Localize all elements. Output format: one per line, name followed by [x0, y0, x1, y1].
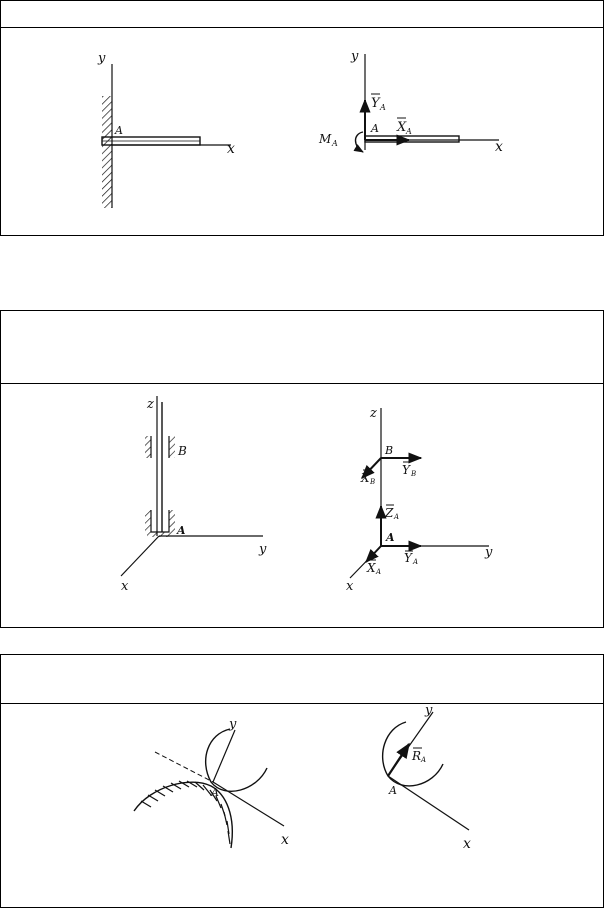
x-axis-line	[120, 535, 160, 577]
panel-fixed-support-header	[1, 1, 603, 28]
moment-arrow	[353, 131, 364, 153]
smooth-contact-reaction-drawing: y x A R A	[381, 704, 471, 852]
x-axis-line	[387, 775, 470, 831]
moment-label: M	[318, 132, 332, 146]
yb-subscript: B	[410, 470, 416, 478]
thrust-a-right-hatch	[169, 510, 175, 532]
z-axis-label: z	[146, 397, 154, 412]
yb-label: Y	[402, 463, 411, 477]
point-a-label: A	[388, 784, 397, 797]
x-axis-label: x	[346, 579, 354, 594]
xb-reaction-arrow	[361, 457, 382, 480]
fixed-support-diagram: y x A y x A Y A X A M A	[97, 49, 503, 208]
y-axis-label: y	[97, 51, 106, 66]
point-a-label: A	[114, 124, 123, 137]
thrust-a-left-hatch	[145, 510, 151, 532]
ya-subscript: A	[412, 558, 418, 566]
y-axis-label: y	[228, 717, 237, 732]
za-label: Z	[384, 506, 394, 520]
x-axis-label: x	[495, 139, 503, 155]
panel-spatial-supports: z B A y x z B A y x Y B X B	[0, 310, 604, 628]
wall-hatching	[102, 96, 112, 208]
x-axis-label: x	[227, 141, 235, 157]
spatial-supports-drawing: z B A y x	[120, 396, 267, 594]
normal-reaction-label: R	[411, 749, 421, 763]
y-axis-label: y	[350, 49, 359, 64]
support-surface-hatching	[140, 780, 231, 845]
support-surface-arc	[133, 781, 233, 849]
y-axis-line	[212, 729, 236, 783]
y-reaction-subscript: A	[379, 103, 386, 112]
z-axis-label: z	[369, 406, 377, 421]
point-b-label: B	[177, 444, 187, 458]
fixed-support-reactions-drawing: y x A Y A X A M A	[318, 49, 503, 155]
ya-label: Y	[404, 551, 413, 565]
x-reaction-label: X	[396, 120, 407, 135]
x-axis-label: x	[121, 579, 129, 594]
normal-reaction-arrow	[387, 742, 410, 777]
y-axis-label: y	[424, 704, 433, 718]
moment-subscript: A	[331, 139, 338, 148]
xa-subscript: A	[375, 568, 381, 576]
bearing-b-left-hatch	[145, 436, 151, 458]
contacting-body-arc	[205, 728, 268, 792]
point-a-label: A	[385, 531, 395, 544]
smooth-contact-drawing: y x A	[133, 717, 289, 849]
smooth-contact-diagram: y x A y x A R A	[133, 704, 471, 852]
za-subscript: A	[393, 513, 399, 521]
tangent-dashed-line	[154, 751, 214, 783]
x-reaction-subscript: A	[405, 127, 412, 136]
x-axis-label: x	[281, 832, 289, 848]
bearing-b-right-hatch	[169, 436, 175, 458]
panel-smooth-contact-header	[1, 655, 603, 704]
y-reaction-label: Y	[371, 96, 381, 111]
point-a-label: A	[210, 786, 219, 799]
point-a-label: A	[370, 122, 379, 135]
xa-label: X	[366, 561, 376, 575]
spatial-supports-diagram: z B A y x z B A y x Y B X B	[120, 396, 493, 594]
x-axis-label: x	[463, 836, 471, 852]
thrust-a-base-hatch	[147, 532, 173, 537]
y-axis-label: y	[484, 545, 493, 560]
xb-subscript: B	[369, 478, 375, 486]
xb-label: X	[360, 471, 370, 485]
thrust-bearing-a	[150, 510, 170, 533]
xa-reaction-arrow	[365, 545, 382, 564]
point-a-label: A	[176, 524, 186, 537]
panel-spatial-supports-header	[1, 311, 603, 384]
y-axis-label: y	[258, 542, 267, 557]
panel-fixed-support: y x A y x A Y A X A M A	[0, 0, 604, 236]
normal-reaction-subscript: A	[420, 756, 426, 764]
panel-smooth-contact: y x A y x A R A	[0, 654, 604, 908]
spatial-reactions-drawing: z B A y x Y B X B Z A Y A X A	[346, 406, 493, 594]
x-axis-line	[212, 781, 285, 827]
fixed-support-wall-drawing: y x A	[97, 51, 235, 208]
point-b-label: B	[384, 444, 393, 457]
